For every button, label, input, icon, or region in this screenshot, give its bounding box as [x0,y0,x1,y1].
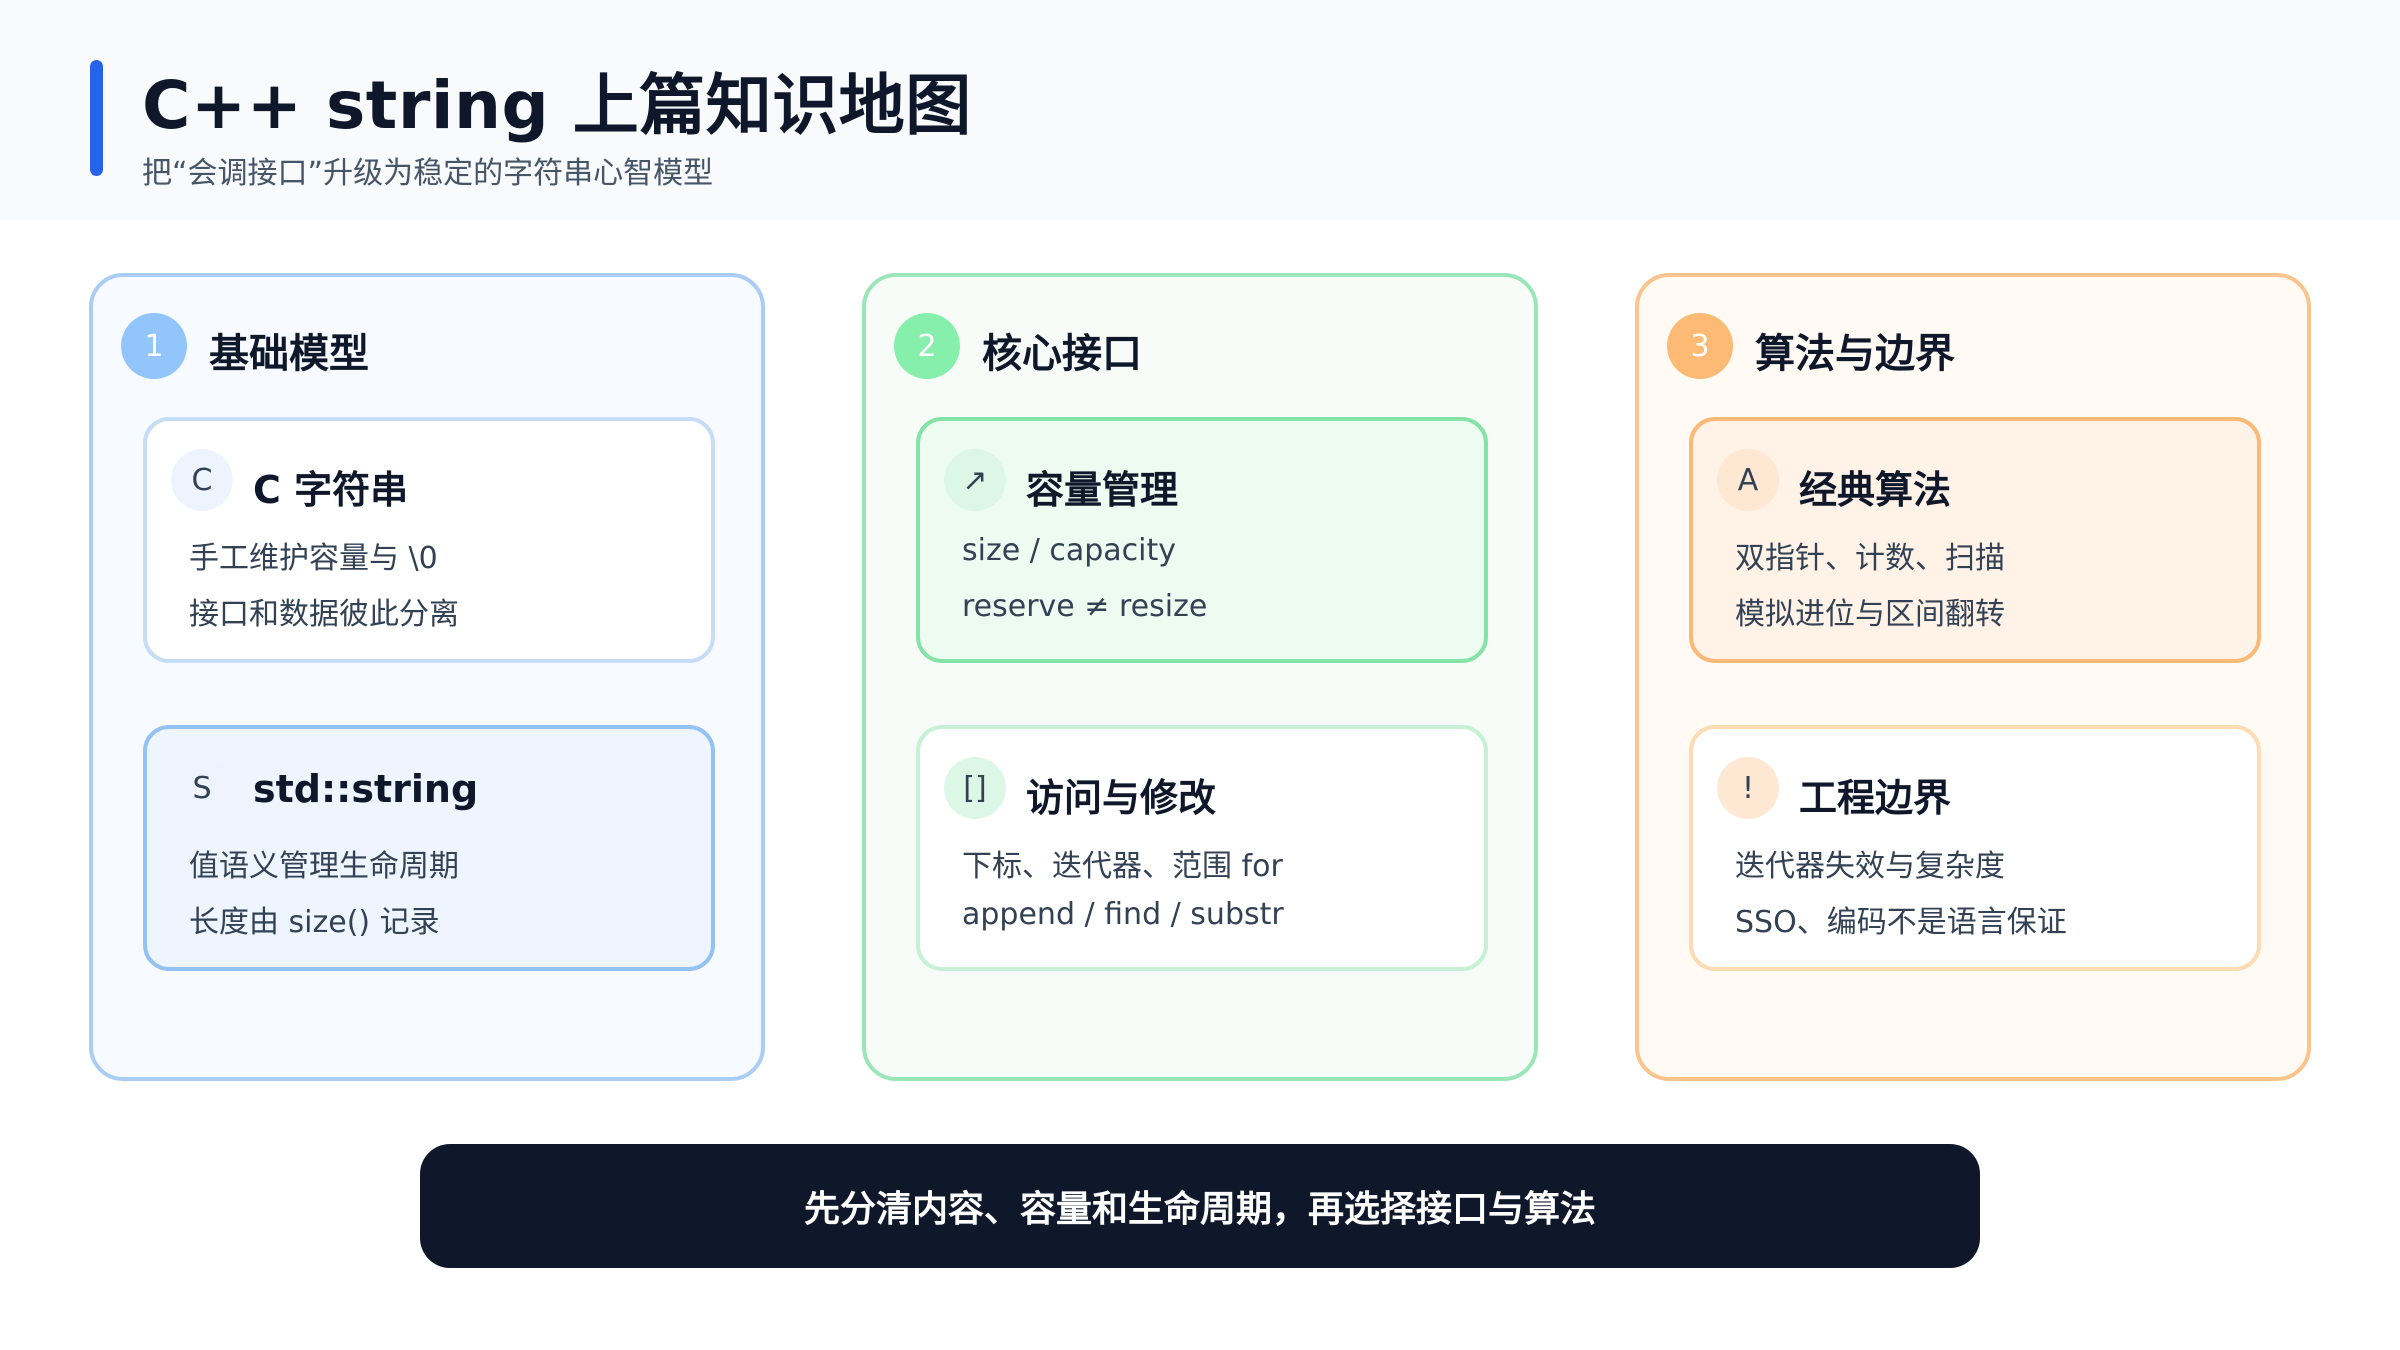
card-line: append / find / substr [962,897,1284,932]
card-line: 手工维护容量与 \0 [189,541,438,576]
card-c-string: C C 字符串 手工维护容量与 \0 接口和数据彼此分离 [143,417,715,663]
page-header: C++ string 上篇知识地图 把“会调接口”升级为稳定的字符串心智模型 [0,0,2400,220]
card-title: 容量管理 [1026,468,1179,512]
column-title: 基础模型 [209,331,369,377]
card-line: SSO、编码不是语言保证 [1735,905,2067,940]
column-algorithms-boundaries: 3 算法与边界 A 经典算法 双指针、计数、扫描 模拟进位与区间翻转 ! 工程边… [1635,273,2311,1081]
card-title: std::string [253,767,479,811]
column-title: 算法与边界 [1755,331,1955,377]
column-basic-model: 1 基础模型 C C 字符串 手工维护容量与 \0 接口和数据彼此分离 S st… [89,273,765,1081]
column-core-interfaces: 2 核心接口 ↗ 容量管理 size / capacity reserve ≠ … [862,273,1538,1081]
column-number-badge: 1 [121,313,187,379]
card-line: 长度由 size() 记录 [189,905,440,940]
exclamation-icon: ! [1717,757,1779,819]
card-capacity-management: ↗ 容量管理 size / capacity reserve ≠ resize [916,417,1488,663]
summary-banner: 先分清内容、容量和生命周期，再选择接口与算法 [420,1144,1980,1268]
card-line: 双指针、计数、扫描 [1735,541,2005,576]
card-line: size / capacity [962,533,1176,568]
letter-a-icon: A [1717,449,1779,511]
letter-c-icon: C [171,449,233,511]
brackets-icon: [] [944,757,1006,819]
card-line: 迭代器失效与复杂度 [1735,849,2005,884]
card-title: 工程边界 [1799,776,1952,820]
summary-text: 先分清内容、容量和生命周期，再选择接口与算法 [803,1189,1596,1230]
card-line: 模拟进位与区间翻转 [1735,597,2005,632]
column-number-badge: 3 [1667,313,1733,379]
card-title: 经典算法 [1799,468,1952,512]
card-line: reserve ≠ resize [962,589,1208,624]
column-title: 核心接口 [982,331,1142,377]
card-title: 访问与修改 [1026,776,1217,820]
card-line: 下标、迭代器、范围 for [962,849,1283,884]
header-accent-bar [90,60,103,176]
column-number-badge: 2 [894,313,960,379]
page-title: C++ string 上篇知识地图 [142,67,972,144]
card-line: 接口和数据彼此分离 [189,597,459,632]
card-std-string: S std::string 值语义管理生命周期 长度由 size() 记录 [143,725,715,971]
card-line: 值语义管理生命周期 [189,849,459,884]
card-title: C 字符串 [253,468,409,512]
card-classic-algorithms: A 经典算法 双指针、计数、扫描 模拟进位与区间翻转 [1689,417,2261,663]
arrow-up-right-icon: ↗ [944,449,1006,511]
letter-s-icon: S [171,757,233,819]
card-access-modify: [] 访问与修改 下标、迭代器、范围 for append / find / s… [916,725,1488,971]
page-subtitle: 把“会调接口”升级为稳定的字符串心智模型 [142,156,714,191]
card-engineering-boundaries: ! 工程边界 迭代器失效与复杂度 SSO、编码不是语言保证 [1689,725,2261,971]
